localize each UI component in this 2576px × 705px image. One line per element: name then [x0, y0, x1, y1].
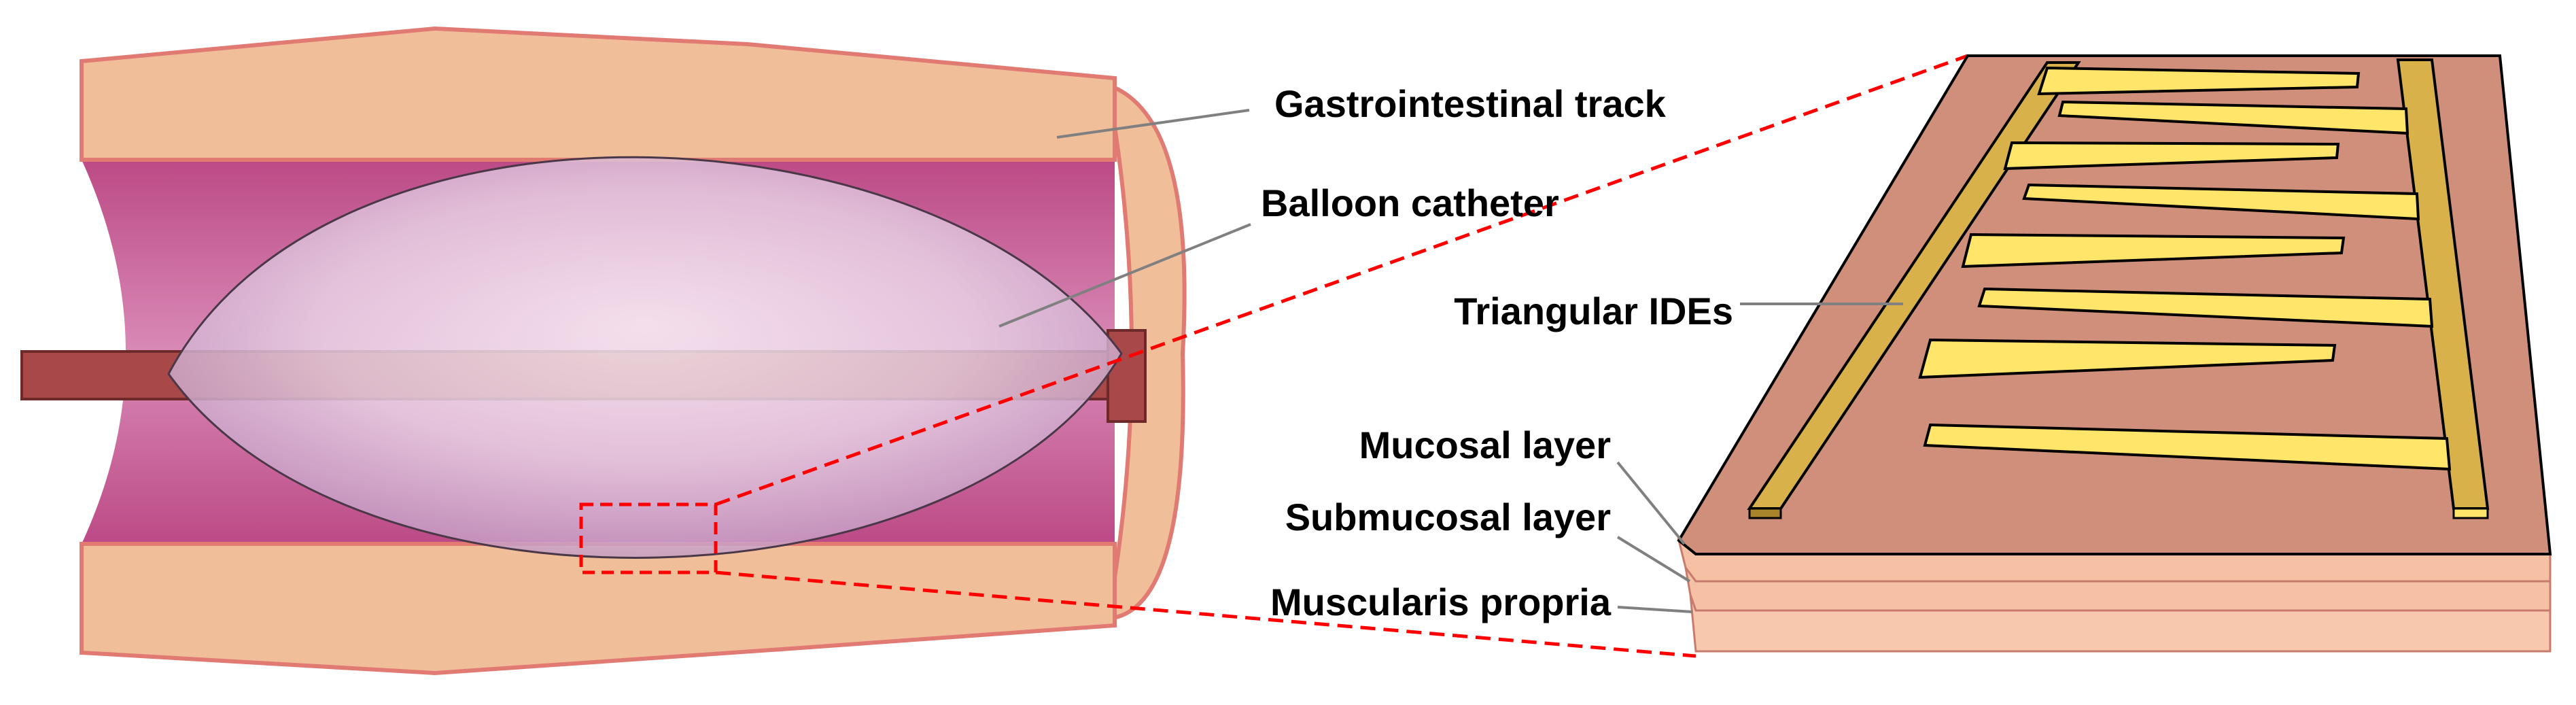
zoom-connector-lines [715, 54, 1968, 658]
label-gi-track: Gastrointestinal track [1274, 82, 1667, 125]
label-muscularis-propria: Muscularis propria [1270, 581, 1612, 623]
ide-finger [1918, 338, 2337, 379]
labels: Gastrointestinal track Balloon catheter … [1261, 82, 1733, 623]
label-submucosal-layer: Submucosal layer [1285, 496, 1611, 538]
leader-lines [998, 109, 1903, 613]
gi-upper-wall [80, 26, 1117, 162]
leader-muscularis [1617, 606, 1693, 613]
ide-fingers-left [1918, 66, 2361, 379]
leader-submucosal [1616, 536, 1691, 583]
ide-left-bus [1747, 61, 2081, 519]
balloon [167, 156, 1123, 559]
ide-fingers-right [1923, 100, 2452, 471]
leader-balloon [998, 223, 1251, 328]
label-triangular-ides: Triangular IDEs [1454, 290, 1733, 332]
ide-finger [2037, 66, 2361, 96]
zoom-region-box [579, 502, 718, 574]
gi-lower-wall [80, 542, 1117, 676]
ide-finger [2022, 183, 2420, 221]
ide-finger [2057, 100, 2409, 135]
ide-finger [1961, 233, 2346, 269]
ide-right-bus [2396, 58, 2490, 519]
leader-gi-track [1056, 109, 1250, 139]
label-balloon-catheter: Balloon catheter [1261, 182, 1559, 224]
zoom-line-bottom [715, 570, 1696, 658]
ide-finger [1977, 287, 2434, 328]
gi-track-illustration [20, 26, 1187, 676]
layer-muscularis-front [1689, 594, 2552, 653]
ide-finger [2003, 141, 2340, 171]
zoom-line-top [715, 54, 1968, 506]
label-mucosal-layer: Mucosal layer [1359, 424, 1611, 466]
ide-finger [1923, 423, 2452, 471]
leader-mucosal [1616, 461, 1686, 545]
tissue-block [1677, 54, 2552, 653]
